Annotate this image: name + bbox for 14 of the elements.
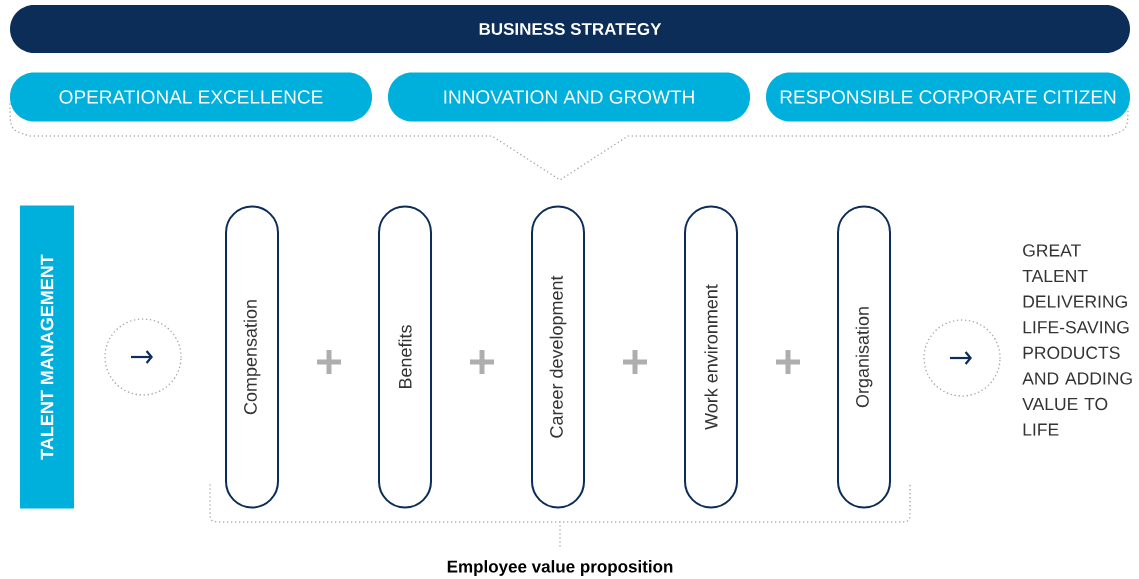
outcome-text: GREAT TALENT DELIVERING LIFE-SAVING PRODUCTS AND ADDING VALUE TO LIFE: [1022, 244, 1132, 436]
pillar-pill: Benefits: [378, 205, 432, 509]
dotted-circle: [923, 319, 1001, 397]
pillar-pill: Career development: [531, 205, 585, 509]
bracket-caption: Employee value proposition: [447, 560, 673, 576]
pillar-pill: Work environment: [684, 205, 738, 509]
strategy-banner: BUSINESS STRATEGY: [10, 5, 1130, 53]
pillar-pill: Organisation: [837, 205, 891, 509]
goal-pill: INNOVATION AND GROWTH: [388, 72, 750, 122]
dotted-circle: [104, 318, 182, 396]
pillar-pill: Compensation: [225, 205, 279, 509]
goal-pill: OPERATIONAL EXCELLENCE: [10, 72, 372, 122]
vertical-band: TALENT MANAGEMENT: [20, 205, 74, 509]
goal-pill: RESPONSIBLE CORPORATE CITIZEN: [766, 72, 1130, 122]
